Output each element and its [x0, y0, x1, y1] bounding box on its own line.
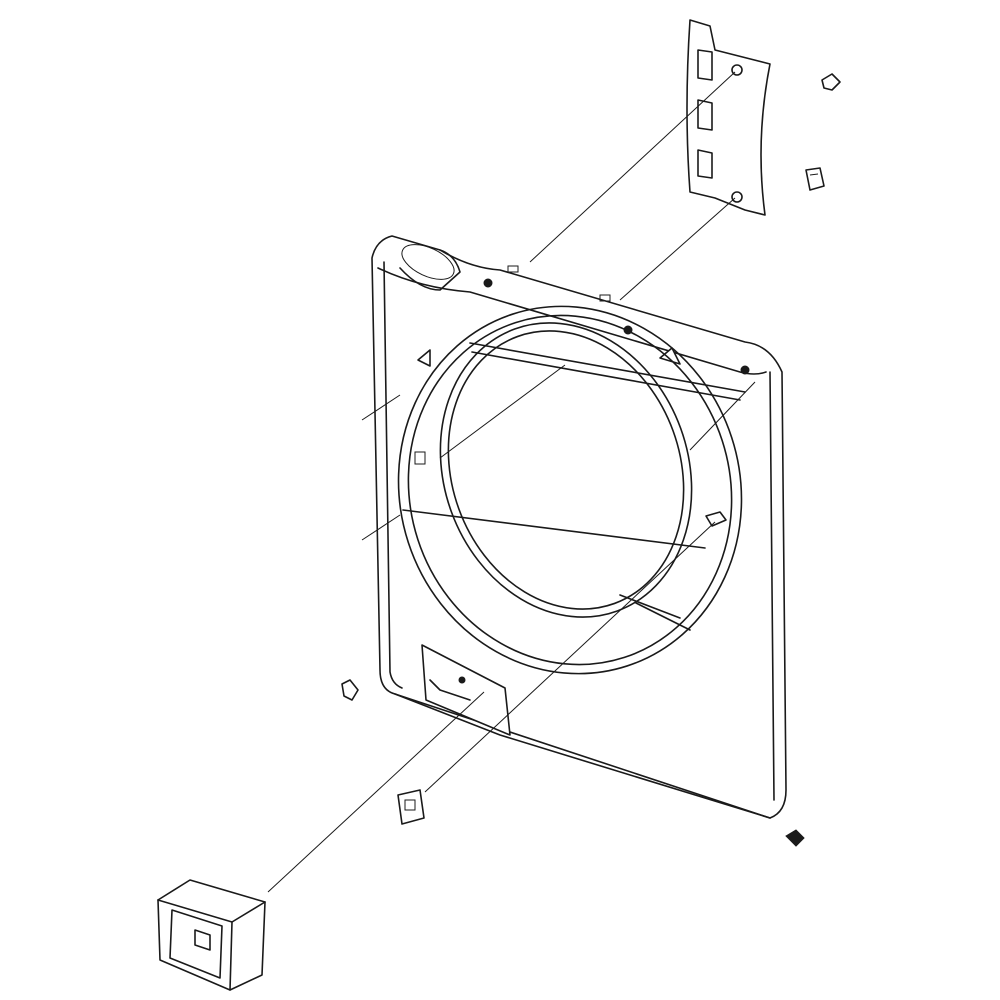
door-opening-ring: [397, 305, 743, 675]
screw-bottom-right: [785, 829, 805, 847]
latch-receptacle: [397, 789, 425, 825]
dispenser-housing: [157, 879, 266, 991]
screw-clip-top-right: [821, 73, 841, 91]
front-panel: [371, 235, 787, 819]
leader-lines: [267, 71, 756, 893]
control-bracket: [686, 19, 771, 216]
clip-top-right: [805, 167, 825, 191]
dispenser-recess: [421, 644, 511, 736]
clip-left: [341, 679, 359, 701]
